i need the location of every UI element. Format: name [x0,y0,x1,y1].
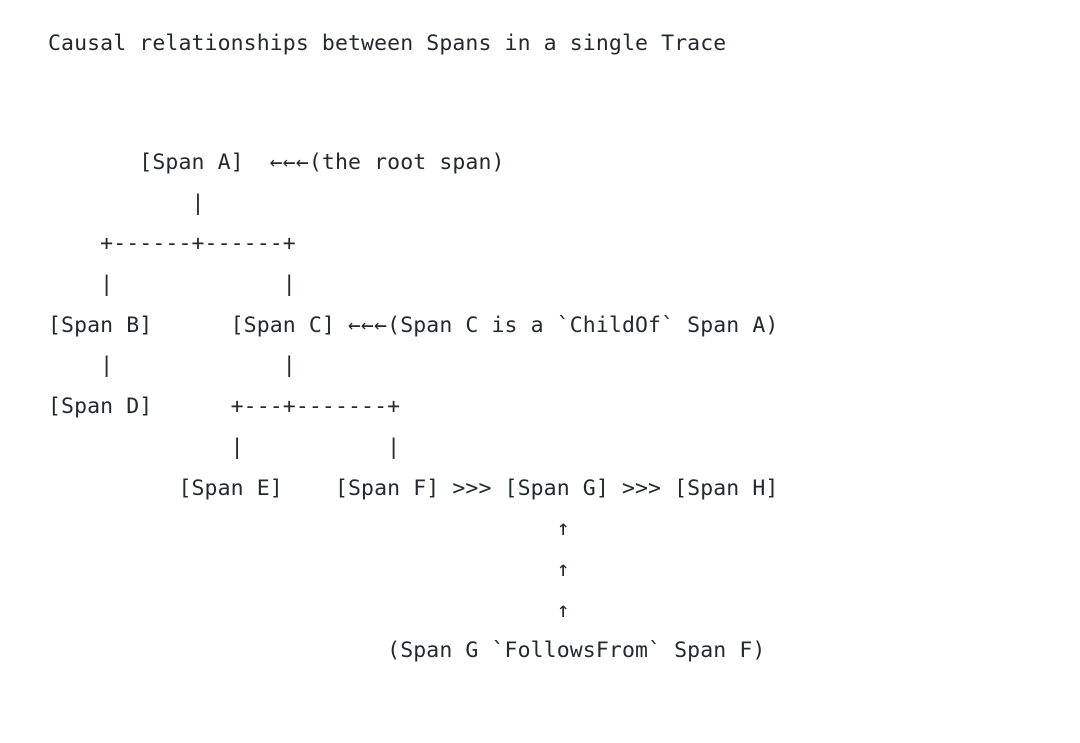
art-line-span-d-branch: [Span D] +---+-------+ [48,394,401,420]
art-line-stems-b-c: | | [48,353,296,379]
art-line-follows-from-caption: (Span G `FollowsFrom` Span F) [48,638,766,664]
page-title: Causal relationships between Spans in a … [48,31,727,56]
art-line-span-b-c: [Span B] [Span C] ←←←(Span C is a `Child… [48,312,779,338]
art-line-branch-bottom-stems: | | [48,434,401,460]
art-line-trunk: | [48,190,205,216]
art-line-branch-top-stems: | | [48,272,296,298]
art-line-branch-top: +------+------+ [48,231,296,257]
art-line-span-a: [Span A] ←←←(the root span) [48,150,505,175]
art-line-up-arrow-1: ↑ [48,516,570,542]
art-line-span-e-f-g-h: [Span E] [Span F] >>> [Span G] >>> [Span… [48,475,779,501]
ascii-span-tree: [Span A] ←←←(the root span) | +------+--… [48,143,778,672]
art-line-up-arrow-2: ↑ [48,556,570,582]
art-line-up-arrow-3: ↑ [48,597,570,623]
